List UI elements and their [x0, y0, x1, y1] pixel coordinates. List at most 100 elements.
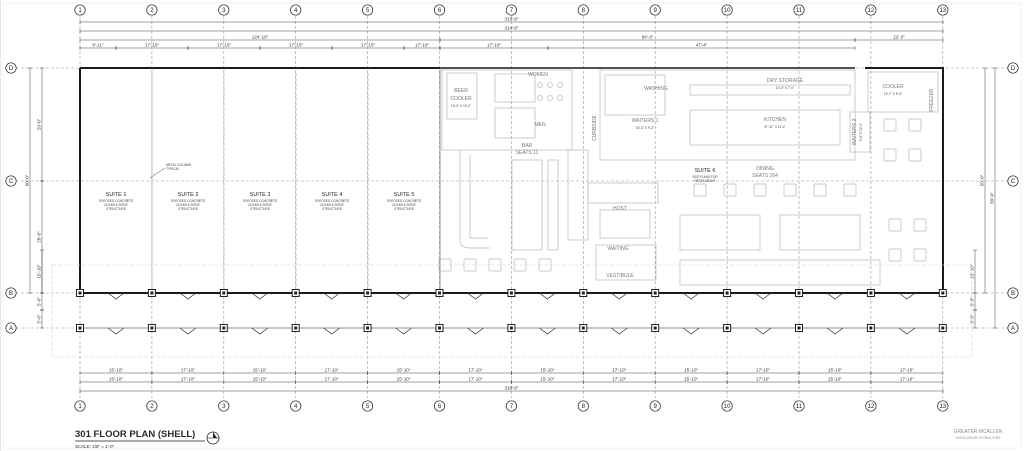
dim-right-0-label: 55'-0" [980, 174, 985, 186]
canopy-bay [754, 327, 772, 335]
dim-bottom-seg-9-label: 17'-10" [756, 368, 770, 373]
grid-bubble-col-4 [290, 4, 302, 16]
grid-bubble-col-5 [362, 4, 374, 16]
room-waiters2-1: WAITERS 2 [852, 118, 858, 145]
room-kitchen-1: KITCHEN [764, 117, 786, 123]
column-core [294, 326, 298, 330]
dim-left-3-label: 5'-0" [37, 297, 42, 306]
dining-table [723, 183, 737, 197]
dim-bottom-seg-3-label: 17'-10" [325, 368, 339, 373]
dining-table [908, 118, 922, 132]
grid-bubble-col-10 [721, 4, 733, 16]
dim-left-2-label: 15'-10" [37, 264, 42, 278]
room-kitchen-2: 37'-11" X 11'-4" [764, 125, 785, 129]
column-core [366, 291, 370, 295]
storefront-bay [611, 292, 628, 300]
grid-bubble-col-label: 5 [366, 8, 370, 14]
grid-bubble-col-8 [577, 4, 589, 16]
grid-bubble-row-label: B [9, 291, 13, 297]
dining-table [888, 248, 902, 262]
suite-4-desc: CLEAR & ROOF [320, 203, 344, 207]
dim-top-seg-0-label: 8'-11" [92, 43, 104, 48]
suite-5-desc: EXPOSED CONCRETE [387, 199, 421, 203]
grid-bubble-col-11 [793, 400, 805, 412]
grid-bubble-col-label: 2 [150, 404, 154, 410]
grid-bubble-col-12 [865, 4, 877, 16]
dining-table [783, 183, 797, 197]
suite-2-desc: CLEAR & ROOF [176, 203, 200, 207]
grid-bubble-col-label: 3 [222, 404, 226, 410]
canopy-bay [323, 327, 340, 335]
dim-bottom-seg-2-label: 15'-10" [253, 368, 267, 373]
suite-4-name: SUITE 4 [322, 192, 343, 198]
storefront-bay [539, 292, 556, 300]
grid-bubble-col-label: 7 [510, 404, 514, 410]
canopy-bay [467, 327, 484, 335]
column-core [294, 291, 298, 295]
column-core [150, 326, 154, 330]
dim-bottom-seg2-1-label: 17'-10" [181, 377, 195, 382]
storefront-bay [251, 292, 269, 300]
dim-bottom-total-label: 318'-8" [505, 386, 519, 391]
grid-bubble-col-label: 8 [582, 8, 586, 14]
dim-top-seg-7-label: 47'-4" [696, 43, 708, 48]
dim-top-total-1-label: 318'-8" [505, 17, 519, 22]
canopy-bay [611, 327, 628, 335]
room-washing: WASHING [644, 86, 668, 92]
grid-bubble-col-label: 2 [150, 8, 154, 14]
suite-1-desc: EXPOSED CONCRETE [99, 199, 133, 203]
grid-bubble-col-8 [577, 400, 589, 412]
column-core [941, 326, 945, 330]
dim-right-block-1-label: 94'-3" [642, 35, 654, 40]
grid-bubble-col-10 [721, 400, 733, 412]
room-waiters2-2: 9'-6" X 12'-9" [859, 123, 863, 141]
dim-bottom-seg2-11-label: 17'-10" [900, 377, 914, 382]
metal-column-note-1: METAL COLUMN [166, 163, 192, 167]
dim-top-seg-1-label: 17'-10" [145, 43, 159, 48]
room-waiting: WAITING [607, 246, 628, 252]
grid-bubble-col-13 [937, 4, 949, 16]
grid-bubble-col-label: 12 [868, 8, 875, 14]
room-bar-2: SEATS 11 [516, 150, 539, 156]
dim-left-1-label: 28'-0" [37, 231, 42, 243]
grid-bubble-row-label: C [9, 179, 14, 185]
column-core [797, 291, 801, 295]
grid-bubble-col-label: 4 [294, 404, 298, 410]
dim-left-block-label: 124'-10" [252, 35, 269, 40]
storefront-bay [898, 292, 916, 300]
dim-left-4-label: 5'-0" [37, 314, 42, 323]
structural-columns [76, 289, 947, 335]
storefront-bay [107, 292, 125, 300]
dining-table [438, 258, 452, 272]
grid-bubble-row-label: D [1011, 66, 1016, 72]
room-men: MEN [534, 122, 546, 128]
canopy-bay [179, 327, 197, 335]
dim-right-1-label: 60'-0" [990, 192, 995, 204]
grid-bubble-col-7 [505, 4, 517, 16]
suite-2-desc: STRUCTURE [178, 207, 198, 211]
dim-bottom-seg-8-label: 15'-10" [684, 368, 698, 373]
canopy-bay [395, 327, 412, 335]
grid-bubble-col-label: 1 [78, 404, 82, 410]
column-core [653, 326, 657, 330]
storefront-bay [682, 292, 700, 300]
suite-3-desc: CLEAR & ROOF [248, 203, 272, 207]
metal-column-note-2: TYPICAL [166, 167, 180, 171]
column-core [941, 291, 945, 295]
grid-bubble-row-A [5, 322, 17, 334]
dim-bottom-seg2-8-label: 15'-10" [684, 377, 698, 382]
room-dry-storage-1: DRY STORAGE [767, 78, 804, 84]
column-core [509, 326, 513, 330]
suite-2-name: SUITE 2 [178, 192, 199, 198]
column-core [869, 291, 873, 295]
grid-bubble-row-C [1007, 175, 1019, 187]
grid-bubble-col-6 [433, 4, 446, 16]
grid-bubble-row-label: A [9, 326, 13, 332]
canopy-bay [682, 327, 700, 335]
grid-bubble-col-5 [362, 400, 374, 412]
plan-title: 301 FLOOR PLAN (SHELL) [75, 429, 195, 440]
column-core [222, 326, 226, 330]
